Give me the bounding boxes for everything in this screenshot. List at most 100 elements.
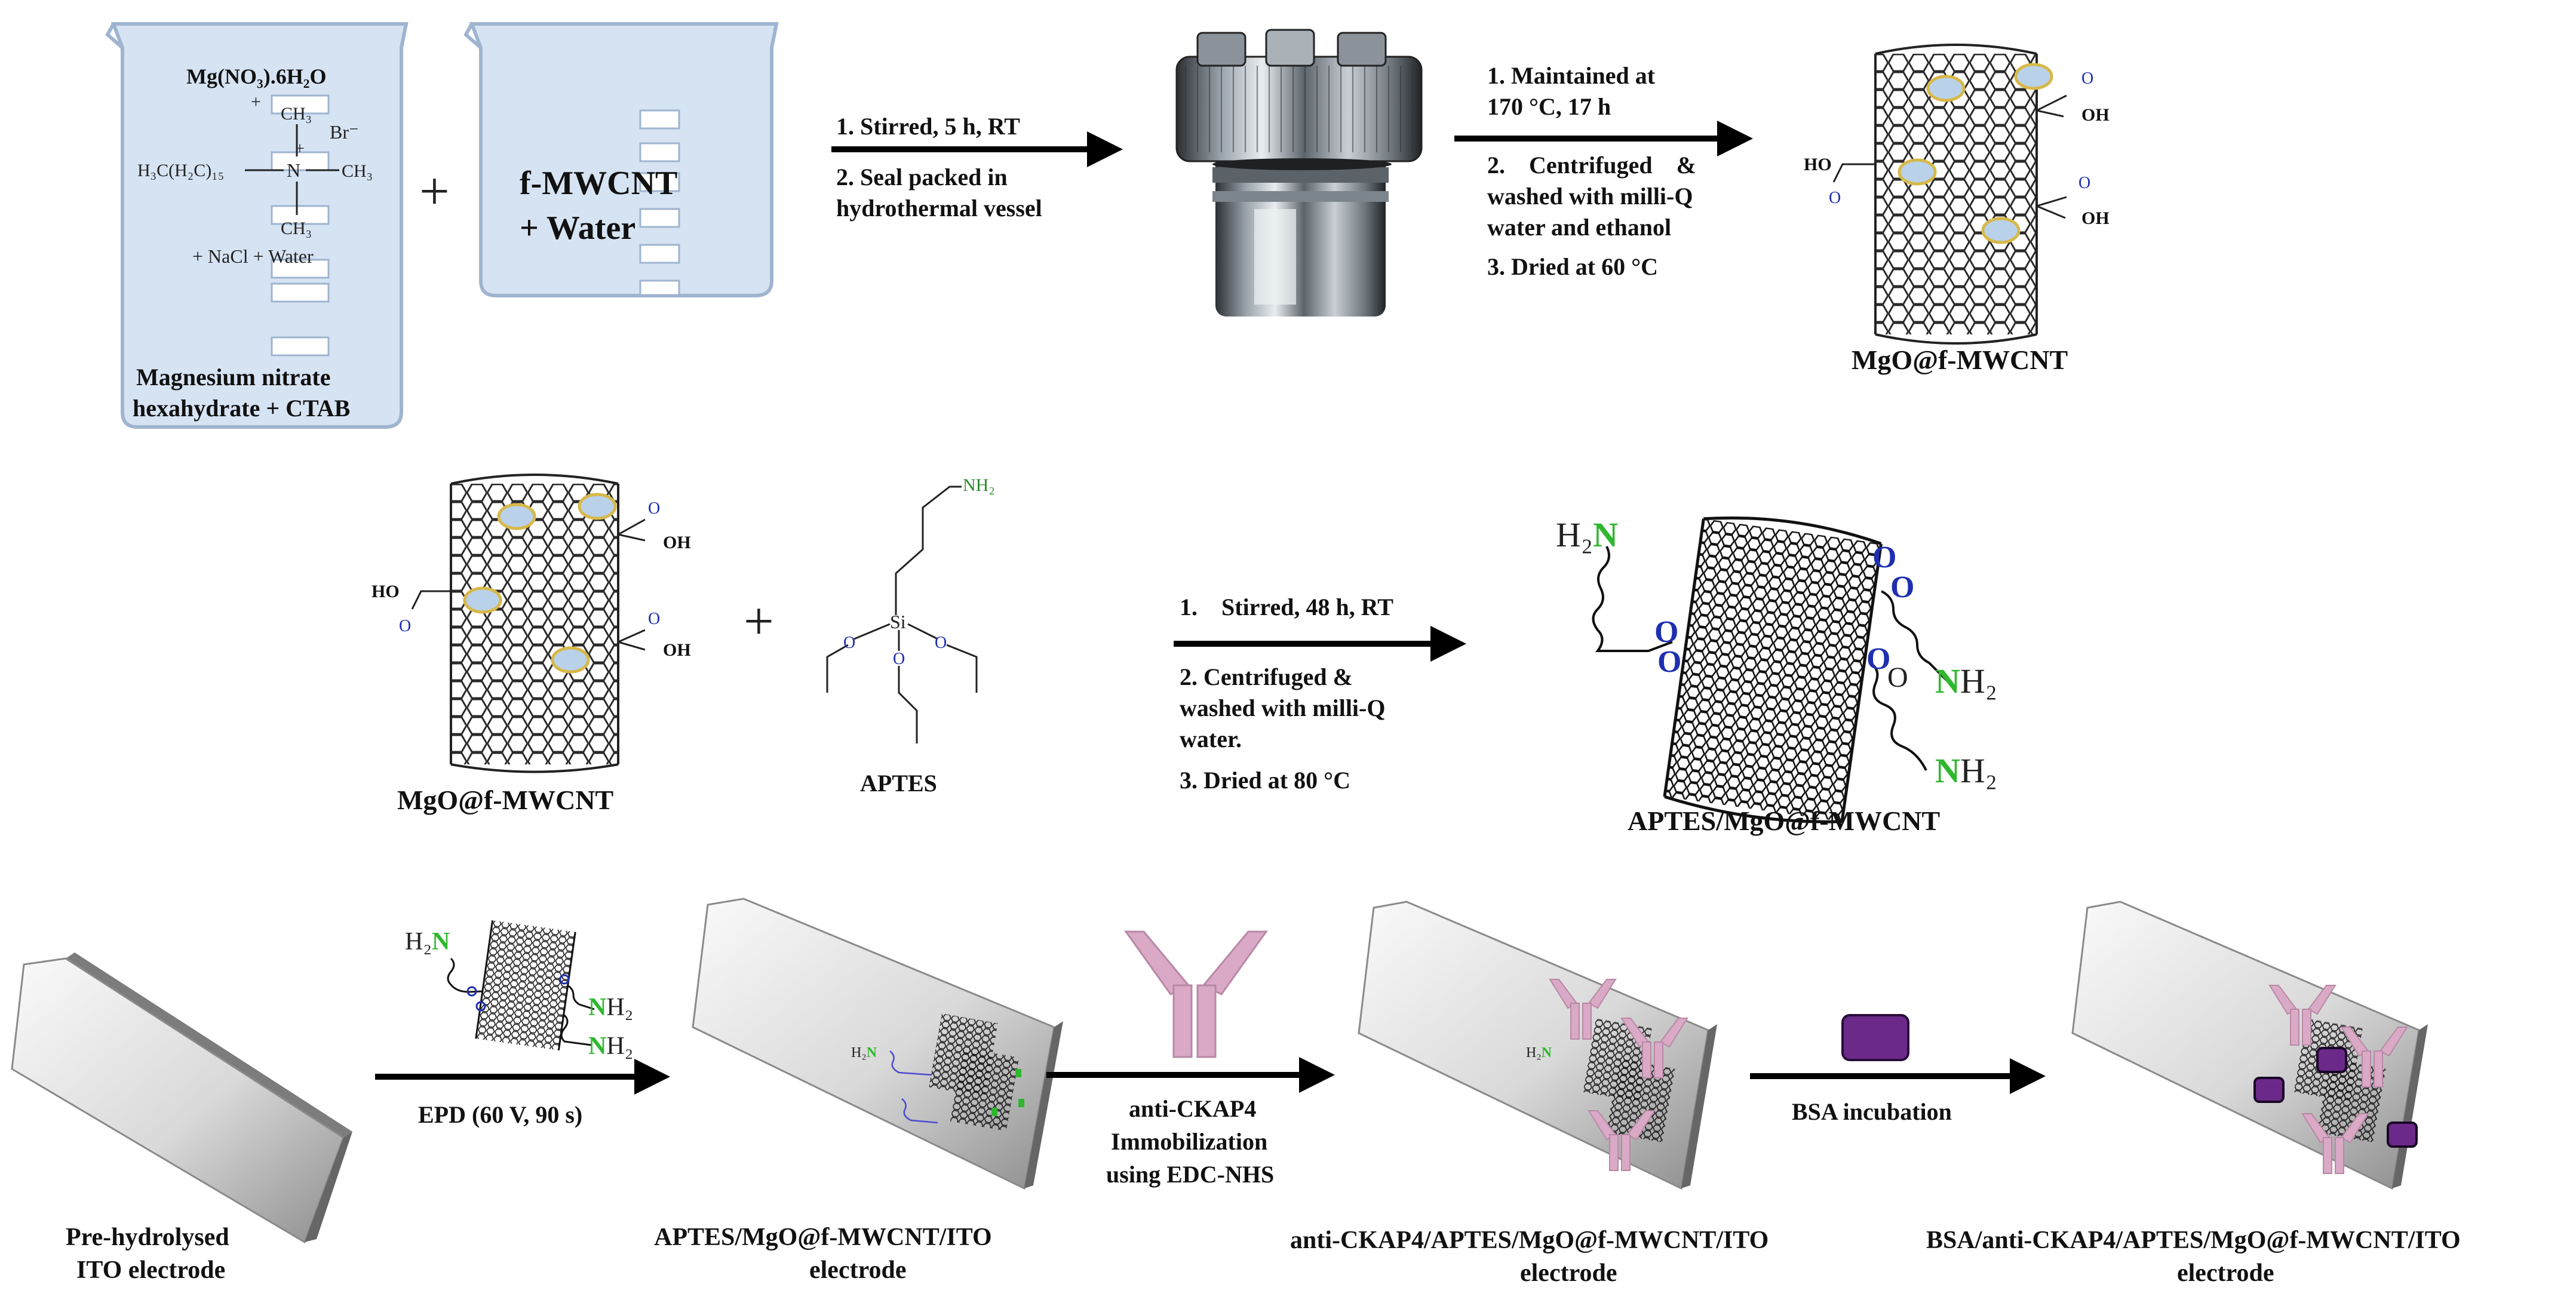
oxygen-label: O xyxy=(1872,540,1896,574)
oxygen-label: O xyxy=(1866,642,1890,676)
immobilization-line3: using EDC-NHS xyxy=(1106,1161,1274,1188)
methyl-bottom: CH₃ xyxy=(281,219,312,238)
beaker2-line1: f-MWCNT xyxy=(520,165,677,202)
electrode1-caption-2: ITO electrode xyxy=(76,1256,225,1284)
ho-left-label: HO xyxy=(1804,155,1832,174)
aptes-o-left: O xyxy=(843,634,855,652)
epd-nh2-2: NH₂ xyxy=(588,1033,633,1060)
beaker-mwcnt: f-MWCNT + Water xyxy=(463,22,779,297)
antibody-icon xyxy=(1124,930,1268,1058)
mgo-mwcnt-product: O OH HO O O OH xyxy=(1804,44,2110,345)
step2-line3: 2. Centrifuged & xyxy=(1487,152,1696,179)
methyl-top: CH₃ xyxy=(281,104,312,124)
nitrogen-green: N xyxy=(1935,662,1960,700)
step2-line6: 3. Dried at 60 °C xyxy=(1487,253,1658,280)
formula-mg-nitrate: Mg(NO₃).6H₂O xyxy=(186,64,327,88)
h2-prefix: H₂ xyxy=(851,1045,867,1061)
nh2-group-2: NH₂ xyxy=(1935,751,1997,790)
step1-line1: 1. Stirred, 5 h, RT xyxy=(836,113,1020,140)
ho-left-label: HO xyxy=(371,582,400,601)
electrode1-caption-1: Pre-hydrolysed xyxy=(66,1224,229,1251)
ito-electrode-aptes xyxy=(692,898,1063,1190)
row2-step-line3: washed with milli-Q xyxy=(1180,695,1385,721)
row2-step-line2: 2. Centrifuged & xyxy=(1180,663,1353,690)
mgo-mwcnt-reactant: O OH HO O O OH xyxy=(371,474,691,773)
epd-nanotube-icon xyxy=(447,920,595,1050)
methyl-right: CH₃ xyxy=(342,161,373,181)
electrode3-h2n: H₂N xyxy=(1526,1045,1552,1061)
beaker-graduations xyxy=(271,94,330,357)
oxygen-label: O xyxy=(1654,615,1678,649)
o-label: O xyxy=(1829,189,1841,207)
mgo-mwcnt-caption-row1: MgO@f-MWCNT xyxy=(1852,345,2068,375)
bromide-ion: Br⁻ xyxy=(330,121,359,143)
nitrogen-green: N xyxy=(588,1033,606,1060)
ammonium-nitrogen: N xyxy=(287,159,300,181)
beaker2-line2: + Water xyxy=(520,210,635,247)
electrode4-caption-1: BSA/anti-CKAP4/APTES/MgO@f-MWCNT/ITO xyxy=(1926,1227,2461,1254)
electrode4-caption-2: electrode xyxy=(2177,1259,2274,1287)
oxygen-label: O xyxy=(1887,662,1908,693)
aptes-mgo-mwcnt-product xyxy=(1592,516,1948,824)
ito-electrode-bsa xyxy=(2071,901,2428,1190)
electrode2-caption-2: electrode xyxy=(809,1256,906,1284)
step2-line2: 170 °C, 17 h xyxy=(1487,93,1611,120)
h2-prefix: H₂ xyxy=(1526,1045,1542,1061)
h2-suffix: H₂ xyxy=(606,994,633,1021)
alkyl-chain: H₃C(H₂C)₁₅ xyxy=(137,161,224,180)
o-label: O xyxy=(648,610,660,628)
product-h2n-h2: H₂N xyxy=(1556,515,1618,554)
beaker1-caption-2: hexahydrate + CTAB xyxy=(133,395,350,422)
electrode2-h2n: H₂N xyxy=(851,1045,877,1061)
plus-small-2: + xyxy=(295,140,305,158)
h2-suffix: H₂ xyxy=(606,1033,633,1060)
h2-suffix: H₂ xyxy=(1960,662,1997,700)
oh-bottom-label: OH xyxy=(2081,208,2110,228)
o-label: O xyxy=(2081,69,2093,88)
nitrogen-green: N xyxy=(1593,515,1618,554)
plus-sign-row2: + xyxy=(744,592,774,651)
nacl-water: + NaCl + Water xyxy=(192,245,314,267)
oh-top-label: OH xyxy=(663,533,691,552)
aptes-structure xyxy=(826,486,978,743)
immobilization-line2: Immobilization xyxy=(1111,1128,1267,1155)
beaker-ctab: Mg(NO₃).6H₂O + CH₃ Br⁻ + H₃C(H₂C)₁₅ N CH… xyxy=(105,22,409,429)
beaker1-caption-1: Magnesium nitrate xyxy=(136,364,331,391)
ito-electrode-antibody xyxy=(1358,901,1717,1190)
oxygen-label: O xyxy=(1657,645,1681,679)
step2-line1: 1. Maintained at xyxy=(1487,62,1656,89)
hydrothermal-vessel-image xyxy=(1175,29,1423,317)
nitrogen-green: N xyxy=(1935,751,1960,790)
step1-line3: hydrothermal vessel xyxy=(836,195,1042,222)
o-label: O xyxy=(648,499,660,518)
step2-line5: water and ethanol xyxy=(1487,214,1671,241)
row2-step-line5: 3. Dried at 80 °C xyxy=(1180,767,1350,794)
aptes-si: Si xyxy=(890,611,906,632)
aptes-nh2: NH₂ xyxy=(963,475,995,495)
electrode3-caption-2: electrode xyxy=(1520,1259,1617,1287)
plus-sign-row1: + xyxy=(419,162,450,221)
electrode3-caption-1: anti-CKAP4/APTES/MgO@f-MWCNT/ITO xyxy=(1290,1227,1768,1254)
oh-bottom-label: OH xyxy=(663,640,691,660)
nh2-group-1: NH₂ xyxy=(1935,662,1997,700)
epd-nh2-1: NH₂ xyxy=(588,994,633,1021)
row2-step-line4: water. xyxy=(1180,726,1242,752)
immobilization-line1: anti-CKAP4 xyxy=(1129,1095,1256,1122)
epd-h2n: H₂N xyxy=(405,928,450,955)
aptes-caption: APTES xyxy=(860,770,937,797)
nitrogen-green: N xyxy=(588,994,606,1021)
nitrogen-green: N xyxy=(1542,1045,1552,1061)
h2-suffix: H₂ xyxy=(1960,751,1997,790)
row2-step-line1: 1. Stirred, 48 h, RT xyxy=(1180,594,1393,620)
aptes-o-bottom: O xyxy=(893,650,905,668)
plus-small: + xyxy=(251,92,261,112)
nitrogen-green: N xyxy=(432,928,450,955)
epd-label: EPD (60 V, 90 s) xyxy=(418,1101,582,1128)
mgo-mwcnt-caption-row2: MgO@f-MWCNT xyxy=(397,785,613,815)
o-label: O xyxy=(2078,174,2090,192)
step1-line2: 2. Seal packed in xyxy=(836,164,1008,190)
ito-electrode-bare xyxy=(0,952,352,1244)
nitrogen-green: N xyxy=(867,1045,877,1061)
aptes-mgo-caption: APTES/MgO@f-MWCNT xyxy=(1628,806,1940,836)
